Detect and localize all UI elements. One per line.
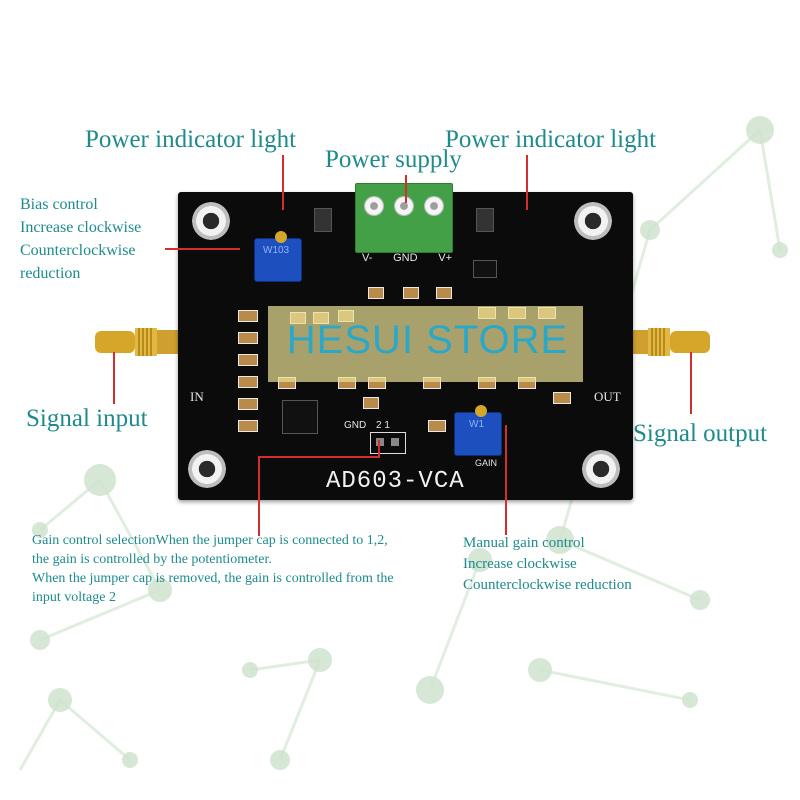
bias-line-4: reduction (20, 265, 81, 282)
terminal-label-vminus: V- (362, 252, 373, 264)
pointer-line (282, 155, 284, 210)
terminal-labels: V- GND V+ (362, 252, 452, 264)
amplifier-ic (282, 400, 318, 434)
screw-icon (394, 196, 414, 216)
pointer-line (505, 425, 507, 535)
label-power-supply: Power supply (325, 146, 462, 173)
label-gain-selection: Gain control selectionWhen the jumper ca… (32, 531, 394, 607)
mounting-hole-top-left (192, 202, 230, 240)
pointer-line (690, 352, 692, 414)
bias-potentiometer: W103 (254, 231, 302, 282)
terminal-label-vplus: V+ (438, 252, 452, 264)
smd-component (238, 332, 258, 344)
label-signal-output: Signal output (633, 420, 768, 447)
screw-icon (424, 196, 444, 216)
mounting-hole-bottom-right (582, 450, 620, 488)
gain-selection-line-4: input voltage 2 (32, 590, 116, 605)
capacitor-block-right (476, 208, 494, 232)
screw-icon (364, 196, 384, 216)
smd-component (238, 310, 258, 322)
board-model-label: AD603-VCA (326, 468, 465, 495)
pot-screw-icon (275, 231, 287, 243)
manual-gain-line-3: Counterclockwise reduction (463, 577, 632, 593)
pot-screw-icon (475, 405, 487, 417)
pointer-line (258, 456, 378, 458)
label-signal-input: Signal input (26, 405, 148, 432)
pointer-line (526, 155, 528, 210)
smd-component (553, 392, 571, 404)
gain-jumper (370, 432, 406, 454)
silk-in: IN (190, 389, 204, 404)
mounting-hole-top-right (574, 202, 612, 240)
pointer-line (165, 248, 240, 250)
manual-gain-line-1: Manual gain control (463, 535, 585, 551)
capacitor-block-left (314, 208, 332, 232)
pointer-line (258, 456, 260, 536)
pot-right-mark: W1 (469, 419, 484, 430)
regulator-ic (473, 260, 497, 278)
silk-out: OUT (594, 389, 621, 404)
smd-component (238, 420, 258, 432)
bias-line-3: Counterclockwise (20, 242, 136, 259)
pot-left-mark: W103 (263, 245, 290, 256)
power-terminal-block (355, 183, 453, 253)
smd-component (368, 287, 384, 299)
gain-potentiometer: W1 (454, 405, 502, 456)
silk-gain: GAIN (475, 458, 498, 468)
smd-component (238, 354, 258, 366)
label-manual-gain: Manual gain control Increase clockwise C… (463, 533, 632, 596)
smd-component (363, 397, 379, 409)
store-watermark: HESUI STORE (286, 318, 569, 362)
gain-selection-line-2: the gain is controlled by the potentiome… (32, 552, 272, 567)
smd-component (428, 420, 446, 432)
watermark-background (268, 306, 583, 382)
label-bias-control: Bias control Increase clockwise Counterc… (20, 193, 141, 285)
silk-gnd: GND (344, 420, 367, 431)
smd-component (238, 376, 258, 388)
label-power-indicator-left: Power indicator light (85, 126, 297, 153)
gain-selection-line-1: Gain control selectionWhen the jumper ca… (32, 533, 388, 548)
silk-jumper-pins: 2 1 (376, 420, 390, 431)
pointer-line (405, 175, 407, 203)
pointer-line (113, 352, 115, 404)
bias-line-1: Bias control (20, 196, 98, 213)
mounting-hole-bottom-left (188, 450, 226, 488)
gain-selection-line-3: When the jumper cap is removed, the gain… (32, 571, 394, 586)
label-power-indicator-right: Power indicator light (445, 126, 657, 153)
terminal-label-gnd: GND (393, 252, 418, 264)
smd-component (238, 398, 258, 410)
pointer-line (378, 440, 380, 458)
manual-gain-line-2: Increase clockwise (463, 556, 577, 572)
smd-component (403, 287, 419, 299)
bias-line-2: Increase clockwise (20, 219, 142, 236)
smd-component (436, 287, 452, 299)
